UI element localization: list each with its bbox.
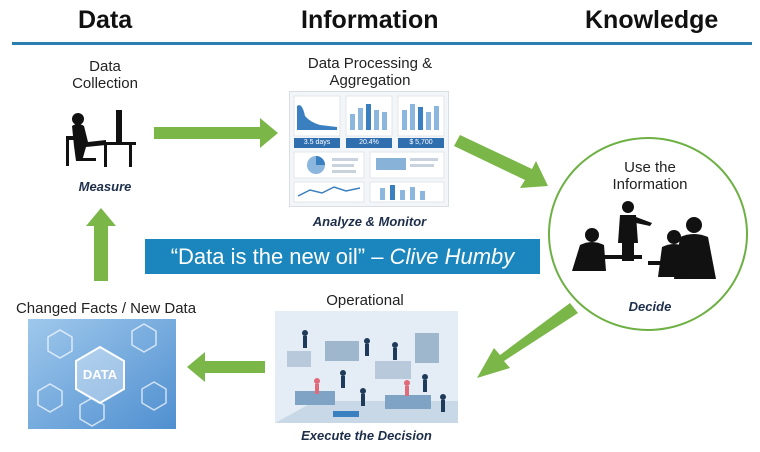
changed-facts-label: Changed Facts / New Data xyxy=(15,300,197,317)
header-information: Information xyxy=(301,6,439,34)
use-information-label: Use the Information xyxy=(585,159,715,193)
data-network-illustration xyxy=(28,319,176,429)
use-information-label-line2: Information xyxy=(612,176,688,193)
arrow-collection-to-processing xyxy=(154,118,278,148)
data-processing-label: Data Processing & Aggregation xyxy=(290,55,450,89)
operational-label: Operational xyxy=(326,292,404,309)
use-information-label-line1: Use the xyxy=(624,159,676,176)
data-collection-label-line1: Data xyxy=(89,58,121,75)
meeting-people-icon xyxy=(572,201,716,279)
quote-banner: “Data is the new oil” – Clive Humby xyxy=(145,239,540,274)
data-processing-label-line2: Aggregation xyxy=(329,72,411,89)
arrow-operational-to-changed xyxy=(187,352,265,382)
quote-text: “Data is the new oil” – xyxy=(170,244,390,269)
arrow-decide-to-operational xyxy=(477,303,578,378)
data-collection-label: Data Collection xyxy=(50,58,160,92)
arrow-processing-to-decide xyxy=(454,135,548,188)
analyze-monitor-label: Analyze & Monitor xyxy=(312,214,427,229)
dashboard-charts xyxy=(293,95,445,203)
hospital-operations-illustration xyxy=(275,311,458,423)
hospital-operations-image xyxy=(275,311,458,423)
data-network-image: DATA xyxy=(28,319,176,429)
quote-author: Clive Humby xyxy=(389,244,515,269)
header-data: Data xyxy=(78,6,133,34)
arrow-changed-to-collection xyxy=(86,208,116,281)
data-hexagon-text: DATA xyxy=(82,367,118,382)
header-divider xyxy=(12,42,752,45)
measure-label: Measure xyxy=(78,179,132,194)
execute-decision-label: Execute the Decision xyxy=(301,428,432,443)
header-knowledge: Knowledge xyxy=(585,6,719,34)
dashboard-image: 3.5 days 20.4% $ 5,700 xyxy=(289,91,449,207)
data-collection-label-line2: Collection xyxy=(72,75,138,92)
decide-label: Decide xyxy=(628,299,672,314)
dashboard-kpi-3: $ 5,700 xyxy=(409,139,433,146)
dashboard-kpi-1: 3.5 days xyxy=(303,139,331,146)
person-at-computer-icon xyxy=(66,110,136,167)
data-processing-label-line1: Data Processing & xyxy=(307,55,433,72)
knowledge-circle xyxy=(548,137,748,331)
dashboard-kpi-2: 20.4% xyxy=(359,139,379,146)
